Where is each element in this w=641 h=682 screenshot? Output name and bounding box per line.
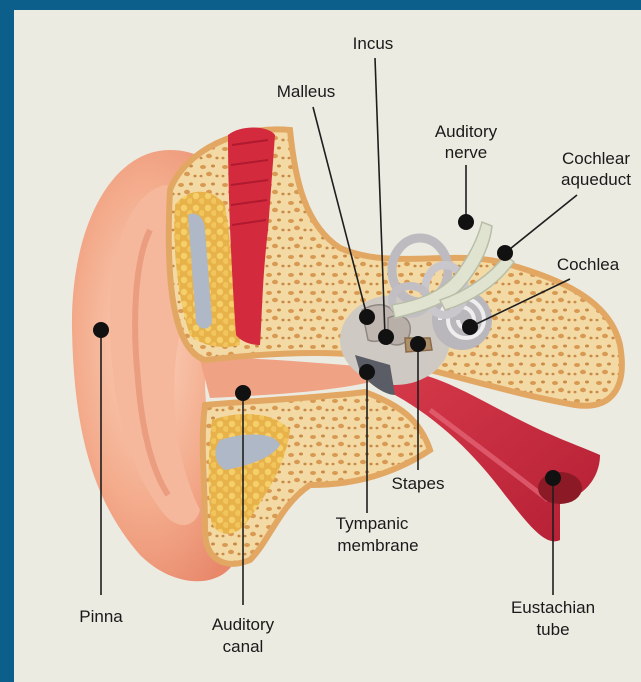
label-auditory-canal-line1: Auditory — [212, 615, 275, 634]
cochlea-dot — [462, 319, 478, 335]
stapes-dot — [410, 336, 426, 352]
label-malleus: Malleus — [277, 82, 336, 101]
label-cochlea: Cochlea — [557, 255, 620, 274]
cochlear-aqueduct-dot — [497, 245, 513, 261]
label-cochlear-aqueduct-line2: aqueduct — [561, 170, 631, 189]
diagram-frame: Incus Malleus Auditory nerve Cochlear aq… — [14, 10, 641, 682]
label-eustachian-tube-line2: tube — [536, 620, 569, 639]
label-auditory-canal-line2: canal — [223, 637, 264, 656]
label-incus: Incus — [353, 34, 394, 53]
auditory-nerve-dot — [458, 214, 474, 230]
eustachian-tube-dot — [545, 470, 561, 486]
auditory-canal-dot — [235, 385, 251, 401]
label-stapes: Stapes — [392, 474, 445, 493]
label-tympanic-membrane-line1: Tympanic — [336, 514, 409, 533]
label-eustachian-tube-line1: Eustachian — [511, 598, 595, 617]
label-auditory-nerve-line2: nerve — [445, 143, 488, 162]
pinna-dot — [93, 322, 109, 338]
label-cochlear-aqueduct-line1: Cochlear — [562, 149, 630, 168]
incus-dot — [378, 329, 394, 345]
ear-anatomy-diagram: Incus Malleus Auditory nerve Cochlear aq… — [14, 10, 641, 682]
label-tympanic-membrane-line2: membrane — [337, 536, 418, 555]
tympanic-membrane-dot — [359, 364, 375, 380]
label-auditory-nerve-line1: Auditory — [435, 122, 498, 141]
malleus-dot — [359, 309, 375, 325]
label-pinna: Pinna — [79, 607, 123, 626]
